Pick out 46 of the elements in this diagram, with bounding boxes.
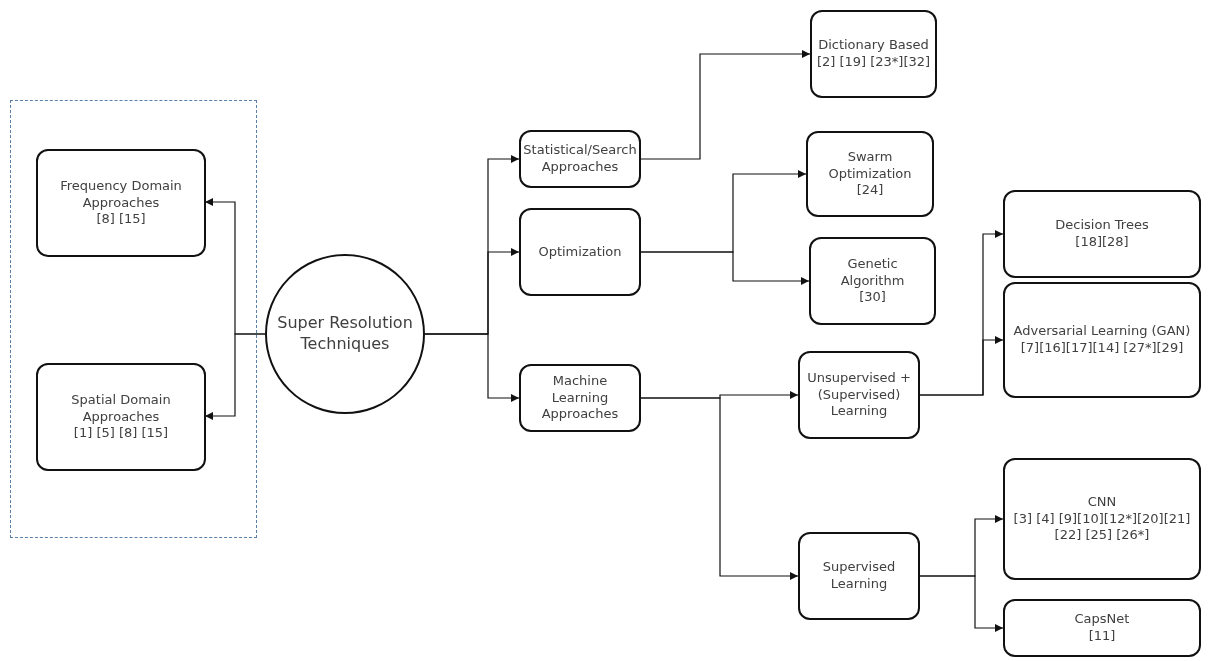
- node-label: CNN: [1087, 493, 1117, 511]
- process-box: [806, 131, 934, 217]
- reference-list: [24]: [856, 182, 884, 200]
- process-box: [1003, 282, 1201, 398]
- connector-arrow: [640, 397, 799, 581]
- reference-list: [11]: [1088, 628, 1116, 645]
- node-label: Machine Learning Approaches: [540, 372, 620, 424]
- process-box: [36, 149, 206, 257]
- reference-list: [2] [19] [23*][32]: [816, 54, 931, 71]
- reference-list: [18][28]: [1075, 234, 1129, 251]
- node-label: Statistical/Search Approaches: [523, 142, 637, 176]
- reference-list: [7][16][17][14] [27*][29]: [1020, 340, 1184, 357]
- node-label: Super Resolution Techniques: [276, 313, 414, 355]
- node-label: Optimization: [538, 243, 622, 261]
- process-box: [36, 363, 206, 471]
- reference-list: [3] [4] [9][10][12*][20][21] [22] [25] [26*]: [1008, 510, 1196, 545]
- process-box: [809, 237, 936, 325]
- process-box: [1003, 190, 1201, 278]
- node-label: Supervised Learning: [821, 559, 897, 593]
- connector-arrow: [919, 575, 1004, 633]
- connector-arrow: [919, 335, 1004, 396]
- node-label: CapsNet: [1074, 611, 1130, 628]
- node-label: Swarm Optimization: [827, 148, 913, 183]
- process-box: [1003, 458, 1201, 580]
- reference-list: [1] [5] [8] [15]: [73, 425, 169, 443]
- node-label: Unsupervised +(Supervised) Learning: [806, 369, 912, 421]
- process-box: [798, 351, 920, 439]
- connector-arrow: [204, 333, 266, 421]
- node-label: Decision Trees: [1055, 217, 1149, 234]
- reference-list: [8] [15]: [96, 211, 146, 229]
- node-label: Spatial Domain Approaches: [70, 391, 172, 426]
- node-label: Adversarial Learning (GAN): [1013, 323, 1191, 340]
- connector-arrow: [640, 49, 811, 160]
- connector-arrow: [424, 333, 520, 403]
- connector-arrow: [640, 251, 810, 286]
- node-label: Frequency Domain Approaches: [59, 177, 183, 212]
- process-box: [798, 532, 920, 620]
- process-box: [810, 10, 937, 98]
- reference-list: [30]: [859, 289, 886, 307]
- process-box: [519, 364, 641, 432]
- dashed-group-box: [10, 100, 257, 538]
- node-label: Genetic Algorithm: [839, 255, 906, 290]
- process-box: [1003, 599, 1201, 657]
- node-label: Dictionary Based: [818, 37, 929, 54]
- process-box: [519, 208, 641, 296]
- process-box: [519, 130, 641, 188]
